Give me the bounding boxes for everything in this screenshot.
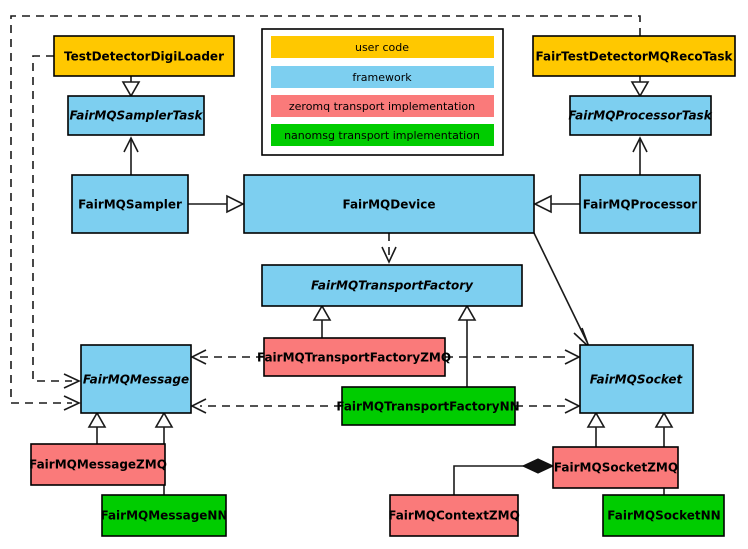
legend-swatch-user-code	[271, 36, 494, 58]
class-node-label-fairmqprocessortask: FairMQProcessorTask	[568, 109, 712, 123]
class-node-fairmqtransportfactorynn[interactable]: FairMQTransportFactoryNN	[336, 386, 520, 426]
class-node-fairmqsocketnn[interactable]: FairMQSocketNN	[602, 494, 725, 537]
class-node-fairmqsocket[interactable]: FairMQSocket	[579, 344, 694, 414]
legend-label-nanomsg: nanomsg transport implementation	[284, 129, 480, 142]
edge-tfzmq-to-socket	[445, 349, 581, 365]
class-node-label-fairmqmessagenn: FairMQMessageNN	[100, 509, 227, 523]
legend-item-framework: framework	[271, 66, 494, 88]
legend-label-framework: framework	[352, 71, 412, 84]
edge-sampler-to-device	[188, 194, 245, 214]
legend-item-nanomsg: nanomsg transport implementation	[271, 124, 494, 146]
class-node-label-fairmqtransportfactoryzmq: FairMQTransportFactoryZMQ	[257, 351, 451, 365]
class-node-fairmqsampler[interactable]: FairMQSampler	[71, 174, 189, 234]
class-node-label-fairmqsocket: FairMQSocket	[590, 373, 684, 387]
edge-recotask-to-processortask	[630, 76, 650, 98]
class-node-fairmqmessagenn[interactable]: FairMQMessageNN	[100, 494, 228, 537]
class-node-fairmqprocessor[interactable]: FairMQProcessor	[579, 174, 701, 234]
class-node-label-fairmqtransportfactorynn: FairMQTransportFactoryNN	[336, 400, 519, 414]
legend-item-user-code: user code	[271, 36, 494, 58]
edge-tfzmq-to-message	[190, 349, 264, 365]
class-node-fairmqmessage[interactable]: FairMQMessage	[80, 344, 192, 414]
class-node-label-fairmqprocessor: FairMQProcessor	[583, 198, 698, 212]
edge-messagezmq-to-message	[87, 411, 107, 444]
edge-socketzmq-to-socket	[586, 411, 606, 447]
edge-device-to-transportfactory	[381, 233, 397, 264]
edge-recotask-to-message	[10, 15, 641, 411]
edge-processor-to-processortask	[632, 136, 648, 175]
legend-label-user-code: user code	[355, 41, 409, 54]
class-node-label-testdetectordigiloader: TestDetectorDigiLoader	[64, 50, 224, 64]
legend-label-zeromq: zeromq transport implementation	[289, 100, 475, 113]
class-node-fairmqtransportfactory[interactable]: FairMQTransportFactory	[261, 264, 523, 307]
edge-digiloader-to-samplertask	[121, 76, 141, 98]
class-node-label-fairmqsampler: FairMQSampler	[78, 198, 182, 212]
class-node-testdetectordigiloader[interactable]: TestDetectorDigiLoader	[53, 35, 235, 77]
node-layer: TestDetectorDigiLoader FairTestDetectorM…	[29, 35, 736, 537]
legend-swatch-zeromq	[271, 95, 494, 117]
edge-contextzmq-to-socketzmq	[453, 458, 555, 495]
edge-tfnn-to-transportfactory	[457, 304, 477, 387]
edge-digiloader-to-message	[32, 55, 81, 389]
class-node-label-fairmqdevice: FairMQDevice	[342, 198, 435, 212]
class-node-label-fairmqtransportfactory: FairMQTransportFactory	[311, 279, 474, 293]
class-node-label-fairmqsamplertask: FairMQSamplerTask	[69, 109, 203, 123]
edge-tfnn-to-message	[190, 398, 342, 414]
class-node-fairmqsocketzmq[interactable]: FairMQSocketZMQ	[552, 446, 679, 489]
class-node-label-fairmqmessage: FairMQMessage	[83, 373, 189, 387]
class-node-fairmqdevice[interactable]: FairMQDevice	[243, 174, 535, 234]
class-node-label-fairmqmessagezmq: FairMQMessageZMQ	[29, 458, 167, 472]
edge-sampler-to-samplertask	[123, 136, 139, 175]
class-node-fairmqprocessortask[interactable]: FairMQProcessorTask	[568, 95, 713, 136]
class-node-label-fairtestdetectormqrecotask: FairTestDetectorMQRecoTask	[536, 50, 734, 64]
class-node-fairmqcontextzmq[interactable]: FairMQContextZMQ	[388, 494, 520, 537]
class-node-fairtestdetectormqrecotask[interactable]: FairTestDetectorMQRecoTask	[532, 35, 736, 77]
edge-processor-to-device	[533, 194, 580, 214]
legend-swatch-nanomsg	[271, 124, 494, 146]
class-node-label-fairmqsocketnn: FairMQSocketNN	[607, 509, 720, 523]
edge-tfnn-to-socket	[515, 398, 581, 414]
class-node-fairmqsamplertask[interactable]: FairMQSamplerTask	[67, 95, 205, 136]
legend-swatch-framework	[271, 66, 494, 88]
edge-device-to-socket	[533, 232, 590, 348]
class-node-fairmqtransportfactoryzmq[interactable]: FairMQTransportFactoryZMQ	[257, 337, 451, 377]
edge-tfzmq-to-transportfactory	[312, 304, 332, 338]
legend-item-zeromq: zeromq transport implementation	[271, 95, 494, 117]
class-node-fairmqmessagezmq[interactable]: FairMQMessageZMQ	[29, 443, 167, 486]
class-node-label-fairmqcontextzmq: FairMQContextZMQ	[388, 509, 520, 523]
legend: user code framework zeromq transport imp…	[261, 28, 504, 156]
class-node-label-fairmqsocketzmq: FairMQSocketZMQ	[554, 461, 678, 475]
